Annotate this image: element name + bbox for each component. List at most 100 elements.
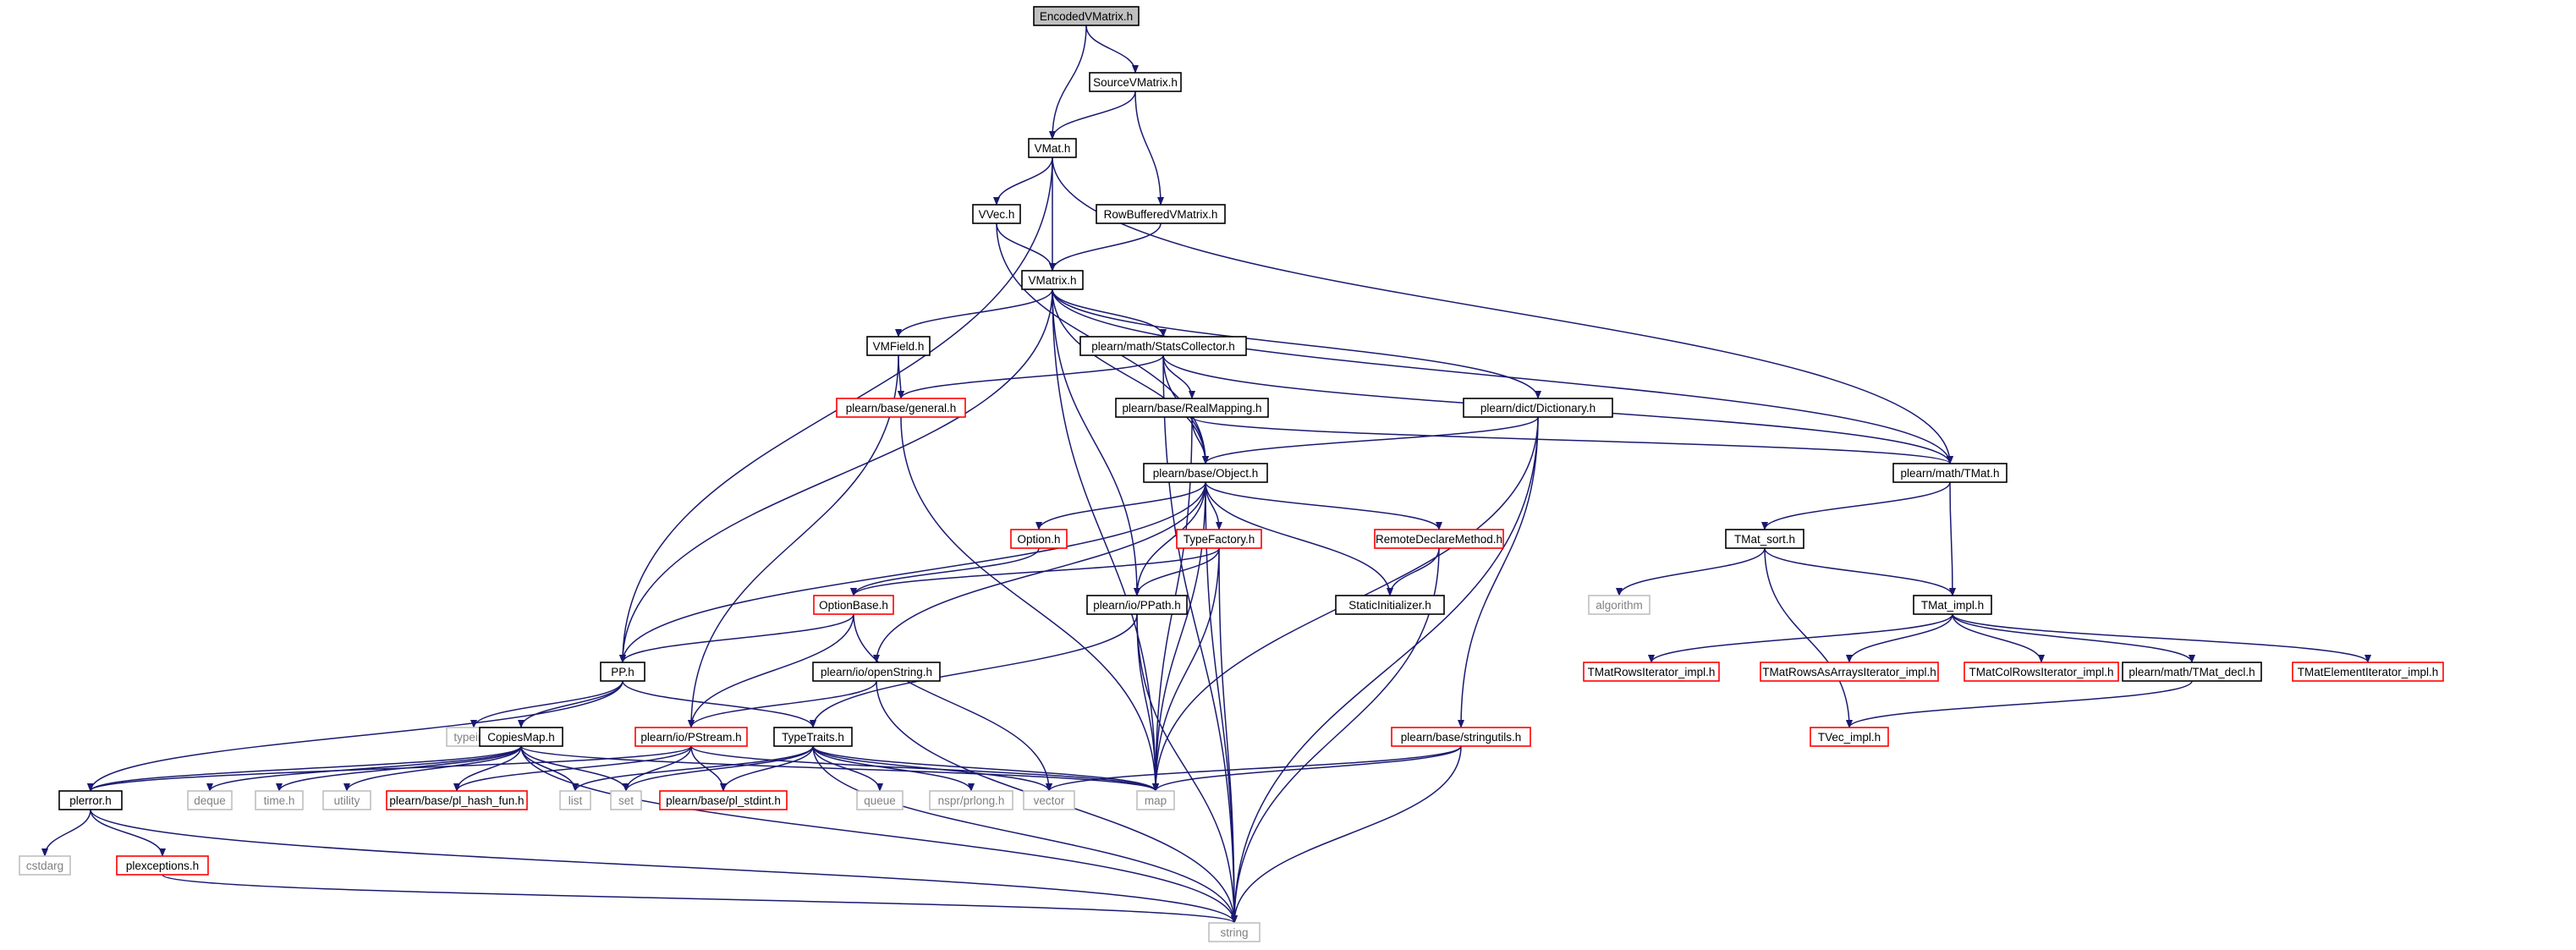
node-elementiter[interactable]: TMatElementIterator_impl.h [2292,662,2444,682]
edge-line [1191,416,1209,464]
edge-line [1052,288,1953,464]
node-label: plearn/math/TMat_decl.h [2128,666,2255,678]
node-label: nspr/prlong.h [938,794,1005,807]
edge-line [343,745,522,792]
node-openstring[interactable]: plearn/io/openString.h [812,662,941,682]
node-label: TMatElementIterator_impl.h [2298,666,2439,678]
node-sourcevmatrix[interactable]: SourceVMatrix.h [1089,72,1182,92]
node-tmatimpl[interactable]: TMat_impl.h [1913,595,1992,615]
edge-vmatrix-to-pp [619,288,1053,663]
node-vmat[interactable]: VMat.h [1028,138,1077,158]
node-tmatsort[interactable]: TMat_sort.h [1725,529,1804,549]
node-colrowsiter[interactable]: TMatColRowsIterator_impl.h [1964,662,2119,682]
node-box [255,790,304,810]
node-rowsasarrays[interactable]: TMatRowsAsArraysIterator_impl.h [1760,662,1939,682]
node-prlong: nspr/prlong.h [929,790,1013,810]
node-deque: deque [187,790,233,810]
edge-copiesmap-to-list [520,745,579,792]
edge-line [87,745,522,792]
node-box [836,398,966,418]
node-box [1143,463,1268,483]
node-staticinit[interactable]: StaticInitializer.h [1335,595,1445,615]
node-box [659,790,788,810]
node-object[interactable]: plearn/base/Object.h [1143,463,1268,483]
edge-plerror-to-cstdarg [41,809,91,857]
edge-line [810,613,1138,728]
edge-object-to-openstring [873,481,1206,663]
node-vmatrix[interactable]: VMatrix.h [1021,270,1084,290]
node-label: VMatrix.h [1028,274,1076,287]
edge-optionbase-to-pp [619,613,854,663]
node-pp[interactable]: PP.h [600,662,645,682]
node-typetraits[interactable]: TypeTraits.h [773,727,853,747]
edge-line [1616,547,1766,596]
node-box [1096,204,1226,224]
node-label: plearn/io/openString.h [821,666,932,678]
node-vmfield[interactable]: VMField.h [866,336,931,356]
edge-typetraits-to-vector [812,745,1052,792]
node-box [1010,529,1068,549]
edge-line [812,745,975,792]
edge-plexceptions-to-string [162,874,1238,924]
edge-line [996,222,1056,272]
node-general[interactable]: plearn/base/general.h [836,398,966,418]
node-label: algorithm [1596,599,1643,612]
node-remotedeclare[interactable]: RemoteDeclareMethod.h [1374,529,1504,549]
edge-copiesmap-to-plerror [87,745,522,792]
node-vvec[interactable]: VVec.h [972,204,1021,224]
node-set: set [610,790,642,810]
node-tmatdecl[interactable]: plearn/math/TMat_decl.h [2122,662,2262,682]
node-stringutils[interactable]: plearn/base/stringutils.h [1391,727,1531,747]
node-dictionary[interactable]: plearn/dict/Dictionary.h [1463,398,1613,418]
node-box [19,855,71,876]
node-queue: queue [856,790,904,810]
node-label: TMatRowsAsArraysIterator_impl.h [1762,666,1936,678]
edge-pp-to-typeinfo [470,680,623,728]
edge-pstream-to-plerror [87,745,692,792]
node-tvecimpl[interactable]: TVec_impl.h [1810,727,1889,747]
node-label: plearn/math/TMat.h [1900,467,1999,480]
node-rowbuffered[interactable]: RowBufferedVMatrix.h [1096,204,1226,224]
edge-typefactory-to-optionbase [850,547,1220,596]
node-optionbase[interactable]: OptionBase.h [813,595,894,615]
edge-line [1231,416,1539,924]
node-realmapping[interactable]: plearn/base/RealMapping.h [1115,398,1269,418]
edge-line [690,745,1159,792]
node-rowsiter[interactable]: TMatRowsIterator_impl.h [1583,662,1720,682]
node-box [1588,595,1651,615]
node-box [2292,662,2444,682]
node-box [1023,790,1075,810]
edge-stringutils-to-vector [1046,745,1462,792]
node-option[interactable]: Option.h [1010,529,1068,549]
edge-object-to-remotedeclare [1205,481,1442,530]
node-box [1089,72,1182,92]
node-label: plexceptions.h [126,859,199,872]
node-label: OptionBase.h [819,599,888,612]
node-hashfun[interactable]: plearn/base/pl_hash_fun.h [386,790,528,810]
node-plexceptions[interactable]: plexceptions.h [116,855,209,876]
node-label: time.h [264,794,295,807]
node-stdint[interactable]: plearn/base/pl_stdint.h [659,790,788,810]
node-label: vector [1034,794,1065,807]
node-pstream[interactable]: plearn/io/PStream.h [634,727,748,747]
edge-line [1134,481,1206,596]
node-vector: vector [1023,790,1075,810]
node-label: plearn/base/pl_hash_fun.h [389,794,524,807]
node-box [1892,463,2008,483]
node-copiesmap[interactable]: CopiesMap.h [479,727,563,747]
node-box [322,790,371,810]
edge-line [623,745,814,792]
node-ppath[interactable]: plearn/io/PPath.h [1086,595,1188,615]
edge-tmatimpl-to-rowsiter [1648,613,1953,663]
node-statscollector[interactable]: plearn/math/StatsCollector.h [1079,336,1247,356]
edge-tmatimpl-to-elementiter [1952,613,2371,663]
edge-line [1952,613,2371,663]
node-plerror[interactable]: plerror.h [58,790,123,810]
edge-sourcevmatrix-to-vmat [1049,91,1136,140]
node-encodedvmatrix[interactable]: EncodedVMatrix.h [1033,6,1140,26]
node-typefactory[interactable]: TypeFactory.h [1176,529,1262,549]
node-label: Option.h [1017,533,1060,546]
node-label: TVec_impl.h [1818,731,1881,744]
edge-line [572,745,814,792]
node-tmat[interactable]: plearn/math/TMat.h [1892,463,2008,483]
